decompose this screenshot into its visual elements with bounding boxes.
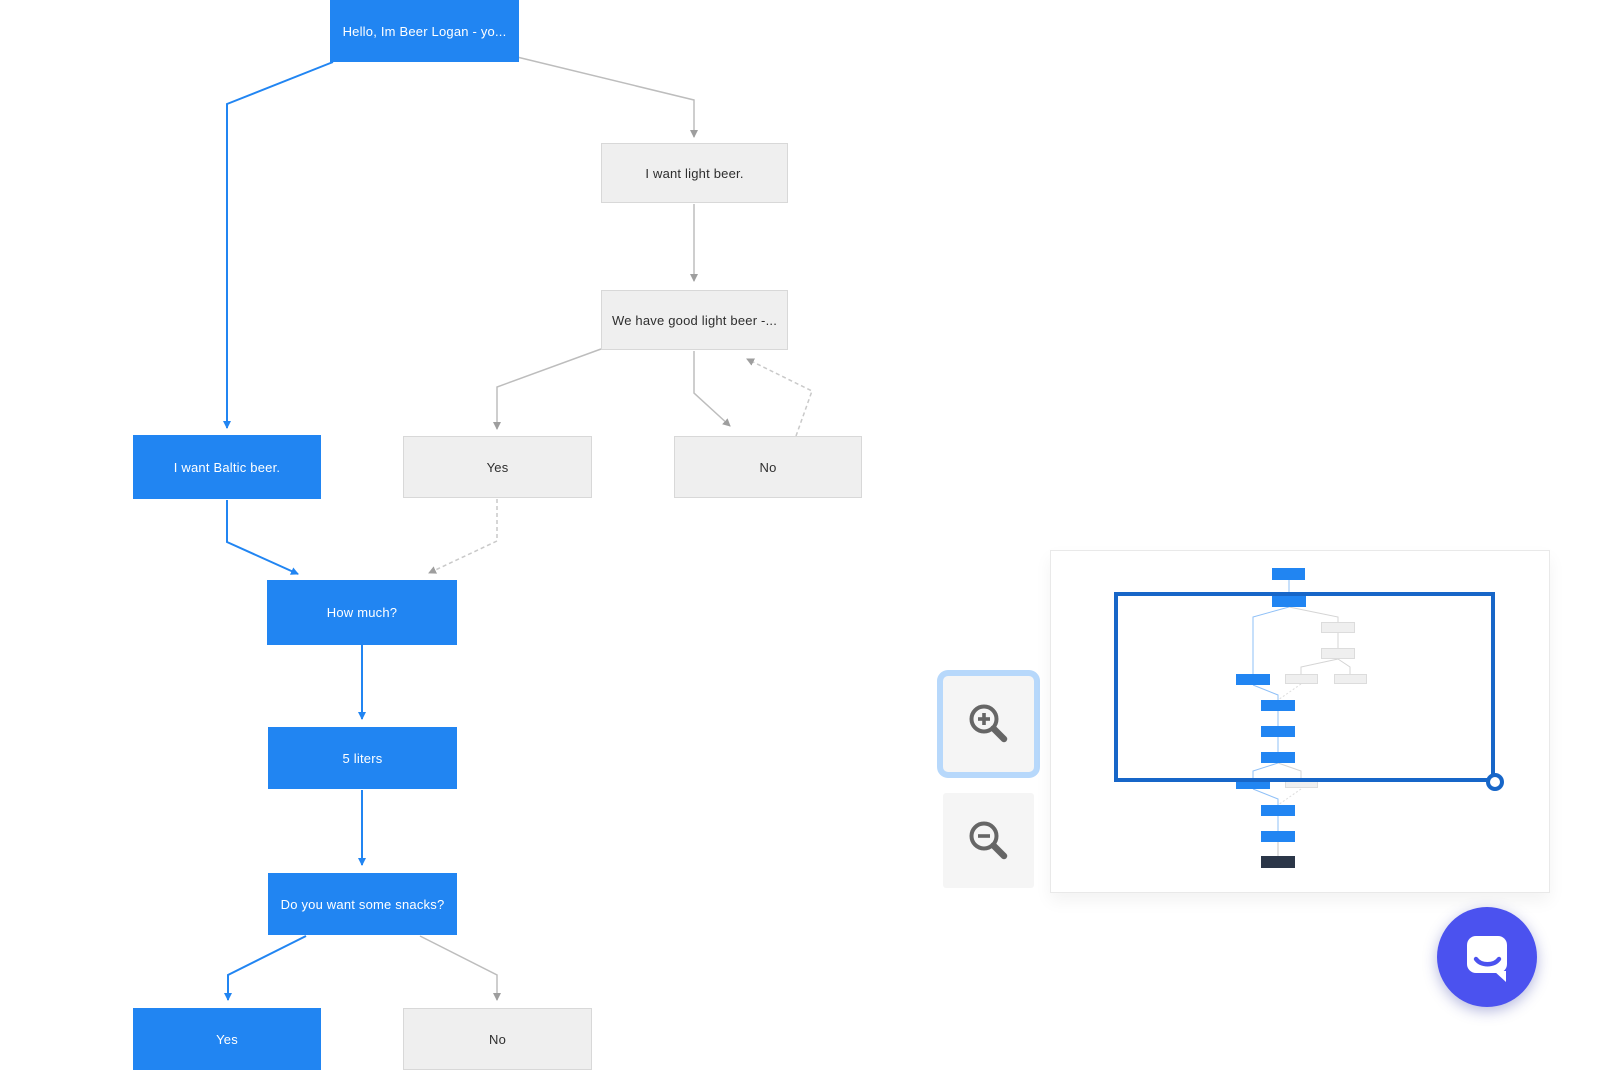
minimap-node xyxy=(1261,831,1295,842)
node-how-much[interactable]: How much? xyxy=(267,580,457,645)
edge-no-back-to-goodbeer-dashed xyxy=(746,358,813,437)
edge-yes-to-howmuch-dashed xyxy=(428,499,498,574)
edge-snacks-to-no xyxy=(419,935,501,1001)
zoom-in-button[interactable] xyxy=(943,676,1034,772)
minimap-node xyxy=(1236,778,1270,789)
minimap-node xyxy=(1236,674,1270,685)
magnifier-minus-icon xyxy=(969,821,1007,859)
node-no-snacks[interactable]: No xyxy=(403,1008,592,1070)
node-i-want-baltic-beer[interactable]: I want Baltic beer. xyxy=(133,435,321,499)
minimap-viewport-resize-handle[interactable] xyxy=(1486,773,1504,791)
node-i-want-light-beer[interactable]: I want light beer. xyxy=(601,143,788,203)
node-5-liters[interactable]: 5 liters xyxy=(268,727,457,789)
chat-launcher-button[interactable] xyxy=(1437,907,1537,1007)
minimap-node xyxy=(1261,700,1295,711)
minimap-node xyxy=(1321,622,1355,633)
node-no-light-beer[interactable]: No xyxy=(674,436,862,498)
node-hello-im-beer-logan[interactable]: Hello, Im Beer Logan - yo... xyxy=(330,0,519,62)
minimap-node xyxy=(1321,648,1355,659)
minimap-node xyxy=(1334,674,1367,684)
minimap-node xyxy=(1272,596,1306,607)
minimap-node xyxy=(1261,805,1295,816)
minimap-node-dark xyxy=(1261,856,1295,868)
edge-hello-to-lightbeer xyxy=(516,56,698,138)
minimap-connectors xyxy=(1252,580,1351,856)
node-yes-light-beer[interactable]: Yes xyxy=(403,436,592,498)
minimap-viewport[interactable] xyxy=(1114,592,1495,782)
edge-goodbeer-to-no xyxy=(693,351,731,427)
minimap[interactable] xyxy=(1050,550,1550,893)
node-we-have-good-light-beer[interactable]: We have good light beer -... xyxy=(601,290,788,350)
edge-snacks-to-yes xyxy=(224,935,307,1001)
chat-bubble-smile-icon xyxy=(1467,936,1507,982)
minimap-node xyxy=(1285,674,1318,684)
node-yes-snacks[interactable]: Yes xyxy=(133,1008,321,1070)
minimap-node xyxy=(1272,568,1305,580)
minimap-node xyxy=(1261,752,1295,763)
minimap-node xyxy=(1261,726,1295,737)
edge-hello-to-baltic xyxy=(223,61,334,429)
edge-goodbeer-to-yes xyxy=(493,348,602,430)
edge-baltic-to-howmuch xyxy=(226,500,299,575)
magnifier-plus-icon xyxy=(969,704,1007,743)
zoom-out-button[interactable] xyxy=(943,793,1034,888)
node-do-you-want-snacks[interactable]: Do you want some snacks? xyxy=(268,873,457,935)
